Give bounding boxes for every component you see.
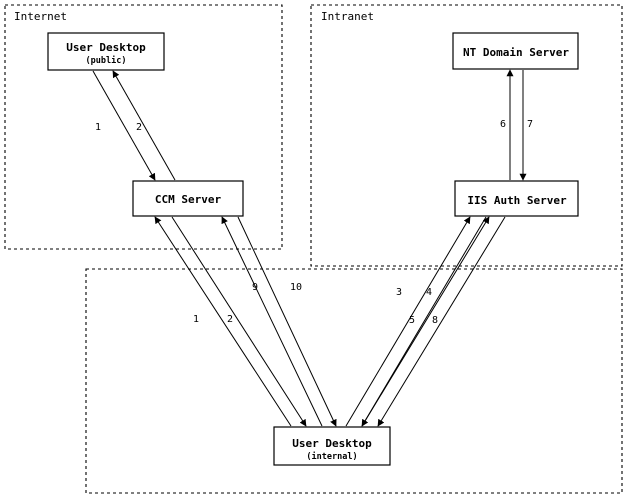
flow-arrow-2-ccm-server-to-user-desktop-public — [112, 70, 176, 181]
node-box-nt-domain-server — [452, 32, 579, 70]
zone-boundary-internet — [4, 4, 283, 250]
node-title-nt-domain-server: NT Domain Server — [463, 46, 569, 59]
flow-step-label-7-nt-domain-server: 7 — [527, 119, 533, 130]
flow-arrow-2-ccm-server-to-user-desktop-internal — [171, 216, 307, 427]
flow-arrow-1-user-desktop-public-to-ccm-server — [92, 70, 156, 181]
node-box-user-desktop-public — [47, 32, 165, 71]
flow-step-label-5-user-desktop-internal: 5 — [409, 315, 415, 326]
flow-step-label-1-user-desktop-public: 1 — [95, 122, 101, 133]
flow-step-label-3-user-desktop-internal: 3 — [396, 287, 402, 298]
node-title-iis-auth-server: IIS Auth Server — [467, 194, 567, 207]
zone-boundary-intranet — [310, 4, 623, 267]
node-box-user-desktop-internal — [273, 426, 391, 466]
node-box-ccm-server — [132, 180, 244, 217]
zone-label-internet: Internet — [14, 10, 67, 23]
flow-arrow-8-iis-auth-server-to-user-desktop-internal — [377, 216, 506, 427]
flow-step-label-6-iis-auth-server: 6 — [500, 119, 506, 130]
flow-labels-layer: 1 2 1 2 3 4 5 8 6 7 9 10 — [95, 119, 533, 326]
flow-arrow-9-user-desktop-internal-to-ccm-server — [221, 216, 323, 427]
flow-step-label-8-iis-auth-server: 8 — [432, 315, 438, 326]
zones-layer: Internet Intranet — [4, 4, 623, 494]
node-iis-auth-server[interactable]: IIS Auth Server — [454, 180, 579, 217]
flow-step-label-1-user-desktop-internal: 1 — [193, 314, 199, 325]
flow-arrow-3-user-desktop-internal-to-iis-auth-server — [345, 216, 471, 427]
node-ccm-server[interactable]: CCM Server — [132, 180, 244, 217]
node-subtitle-user-desktop-public: (public) — [86, 55, 127, 66]
node-user-desktop-public[interactable]: User Desktop(public) — [47, 32, 165, 71]
flow-arrow-1-user-desktop-internal-to-ccm-server — [154, 216, 292, 427]
node-box-iis-auth-server — [454, 180, 579, 217]
flow-step-label-9-user-desktop-internal: 9 — [252, 282, 258, 293]
node-user-desktop-internal[interactable]: User Desktop(internal) — [273, 426, 391, 466]
flow-arrow-10-ccm-server-to-user-desktop-internal — [237, 216, 337, 427]
zone-label-intranet: Intranet — [321, 10, 374, 23]
flows-layer — [92, 69, 527, 427]
zone-boundary-internal — [85, 268, 623, 494]
flow-step-label-2-ccm-server: 2 — [136, 122, 142, 133]
flow-step-label-10-ccm-server: 10 — [290, 282, 302, 293]
flow-step-label-2-ccm-server: 2 — [227, 314, 233, 325]
node-title-user-desktop-public: User Desktop — [66, 41, 146, 54]
node-title-ccm-server: CCM Server — [155, 193, 222, 206]
node-nt-domain-server[interactable]: NT Domain Server — [452, 32, 579, 70]
node-title-user-desktop-internal: User Desktop — [292, 437, 372, 450]
flow-step-label-4-iis-auth-server: 4 — [426, 287, 432, 298]
flow-arrow-5-user-desktop-internal-to-iis-auth-server — [361, 216, 490, 427]
node-subtitle-user-desktop-internal: (internal) — [306, 451, 357, 462]
